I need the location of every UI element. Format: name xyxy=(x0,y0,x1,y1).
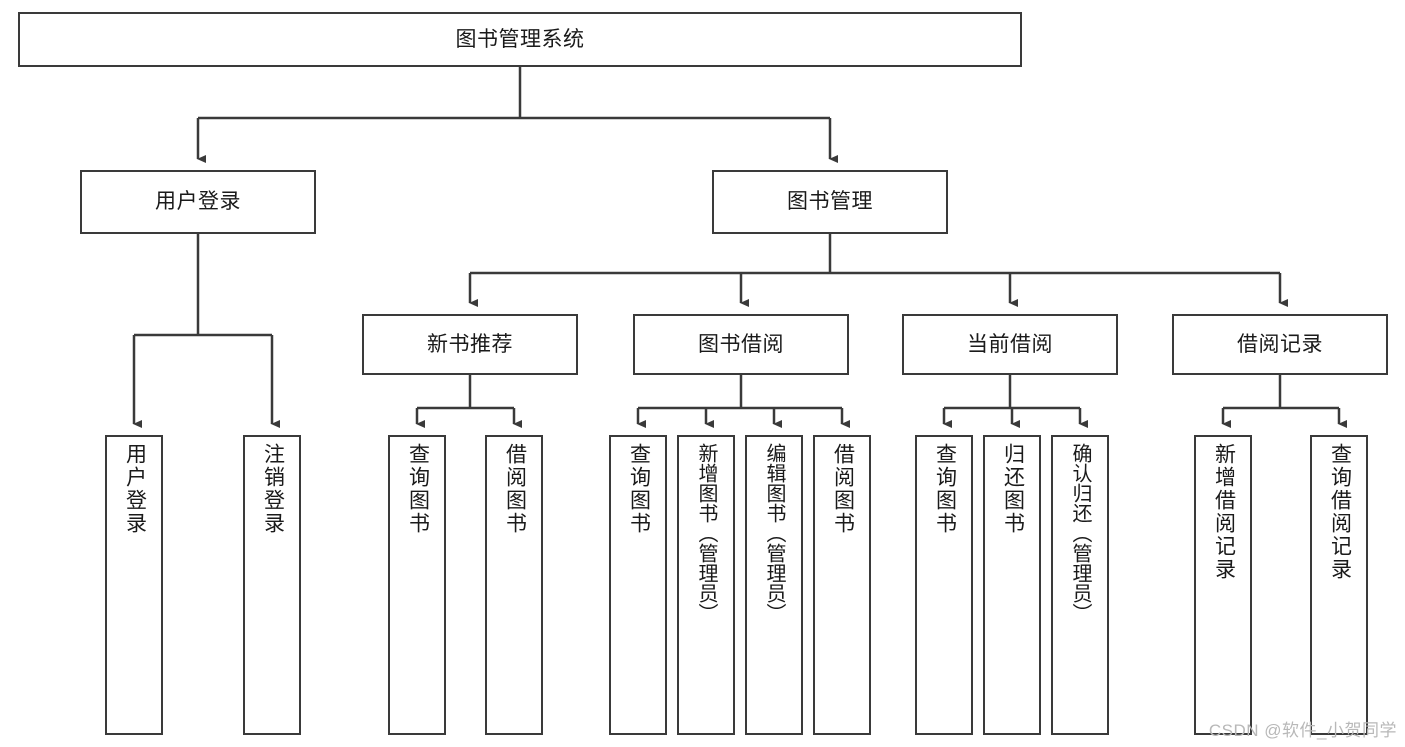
node-leaf-nb-query[interactable]: 查询图书 xyxy=(388,435,446,735)
node-label: 查询图书 xyxy=(627,443,651,535)
node-label: 查询借阅记录 xyxy=(1328,443,1352,581)
node-leaf-cur-ret[interactable]: 归还图书 xyxy=(983,435,1041,735)
node-root[interactable]: 图书管理系统 xyxy=(18,12,1022,67)
node-label: 新书推荐 xyxy=(427,332,513,356)
node-label: 查询图书 xyxy=(933,443,957,535)
node-label: 查询图书 xyxy=(406,443,430,535)
node-leaf-bw-edit[interactable]: 编辑图书（管理员） xyxy=(745,435,803,735)
node-borrow[interactable]: 图书借阅 xyxy=(633,314,849,375)
node-leaf-bw-query[interactable]: 查询图书 xyxy=(609,435,667,735)
node-label: 借阅图书 xyxy=(503,443,527,535)
node-leaf-bw-add[interactable]: 新增图书（管理员） xyxy=(677,435,735,735)
node-label: 用户登录 xyxy=(155,190,241,214)
node-label: 借阅记录 xyxy=(1237,332,1323,356)
node-newbook[interactable]: 新书推荐 xyxy=(362,314,578,375)
node-leaf-login[interactable]: 用户登录 xyxy=(105,435,163,735)
node-label: 新增借阅记录 xyxy=(1212,443,1236,581)
node-leaf-logout[interactable]: 注销登录 xyxy=(243,435,301,735)
node-label: 注销登录 xyxy=(261,443,285,535)
node-label: 编辑图书（管理员） xyxy=(763,443,785,623)
node-label: 图书管理 xyxy=(787,190,873,214)
node-records[interactable]: 借阅记录 xyxy=(1172,314,1388,375)
node-current[interactable]: 当前借阅 xyxy=(902,314,1118,375)
node-leaf-bw-borrow[interactable]: 借阅图书 xyxy=(813,435,871,735)
node-label: 借阅图书 xyxy=(831,443,855,535)
node-label: 用户登录 xyxy=(123,443,147,535)
node-label: 当前借阅 xyxy=(967,332,1053,356)
node-leaf-nb-borrow[interactable]: 借阅图书 xyxy=(485,435,543,735)
node-label: 确认归还（管理员） xyxy=(1069,443,1091,623)
node-label: 新增图书（管理员） xyxy=(695,443,717,623)
node-leaf-rec-add[interactable]: 新增借阅记录 xyxy=(1194,435,1252,735)
node-label: 图书借阅 xyxy=(698,332,784,356)
node-label: 图书管理系统 xyxy=(455,27,585,51)
node-leaf-cur-query[interactable]: 查询图书 xyxy=(915,435,973,735)
node-leaf-cur-conf[interactable]: 确认归还（管理员） xyxy=(1051,435,1109,735)
node-login[interactable]: 用户登录 xyxy=(80,170,316,234)
csdn-watermark: CSDN @软件_小贺同学 xyxy=(1208,721,1397,740)
node-leaf-rec-query[interactable]: 查询借阅记录 xyxy=(1310,435,1368,735)
node-label: 归还图书 xyxy=(1001,443,1025,535)
node-bookmgmt[interactable]: 图书管理 xyxy=(712,170,948,234)
